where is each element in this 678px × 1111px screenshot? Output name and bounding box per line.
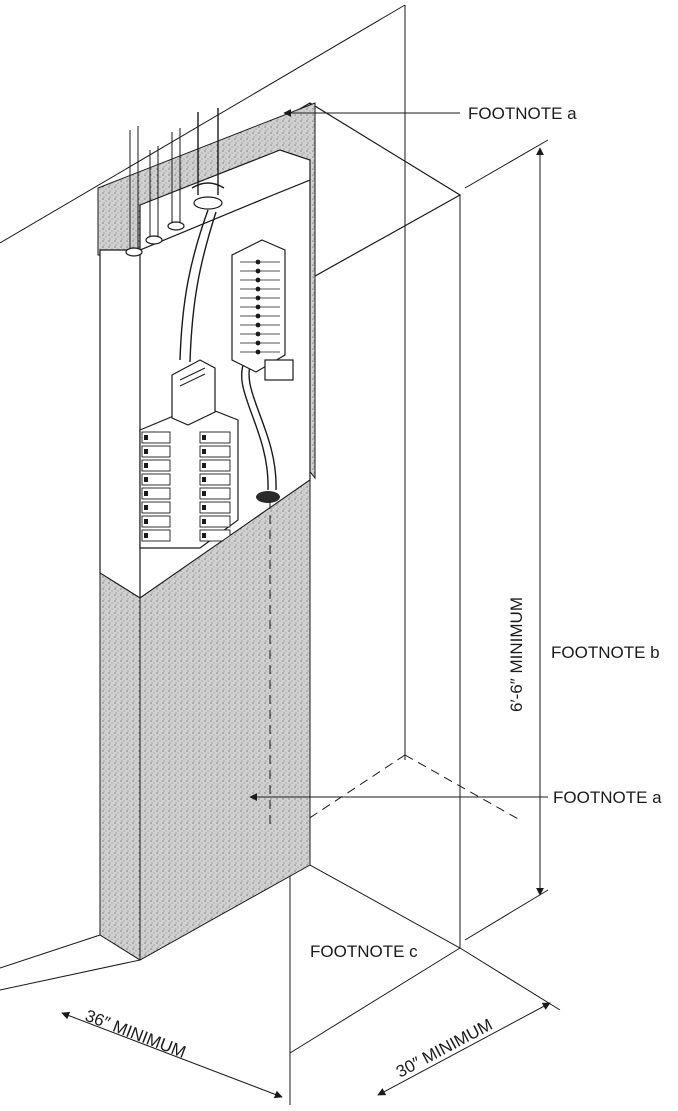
breaker-panel bbox=[139, 359, 239, 549]
wall-lower-stipple bbox=[99, 479, 311, 961]
footnote-a-mid-label: FOOTNOTE a bbox=[553, 788, 662, 807]
height-minimum-label: 6′-6″ MINIMUM bbox=[507, 597, 526, 712]
terminal-block bbox=[231, 239, 294, 503]
width-minimum-label: 36″ MINIMUM bbox=[83, 1006, 189, 1062]
cables bbox=[179, 209, 277, 491]
base-dimensions bbox=[61, 947, 561, 1105]
conduits bbox=[125, 108, 225, 257]
footnote-c-label: FOOTNOTE c bbox=[310, 942, 418, 961]
leader-lines bbox=[249, 109, 548, 801]
depth-minimum-label: 30″ MINIMUM bbox=[393, 1015, 496, 1082]
footnote-a-top-label: FOOTNOTE a bbox=[468, 104, 577, 123]
height-dimension bbox=[464, 139, 549, 941]
footnote-b-label: FOOTNOTE b bbox=[551, 643, 660, 662]
